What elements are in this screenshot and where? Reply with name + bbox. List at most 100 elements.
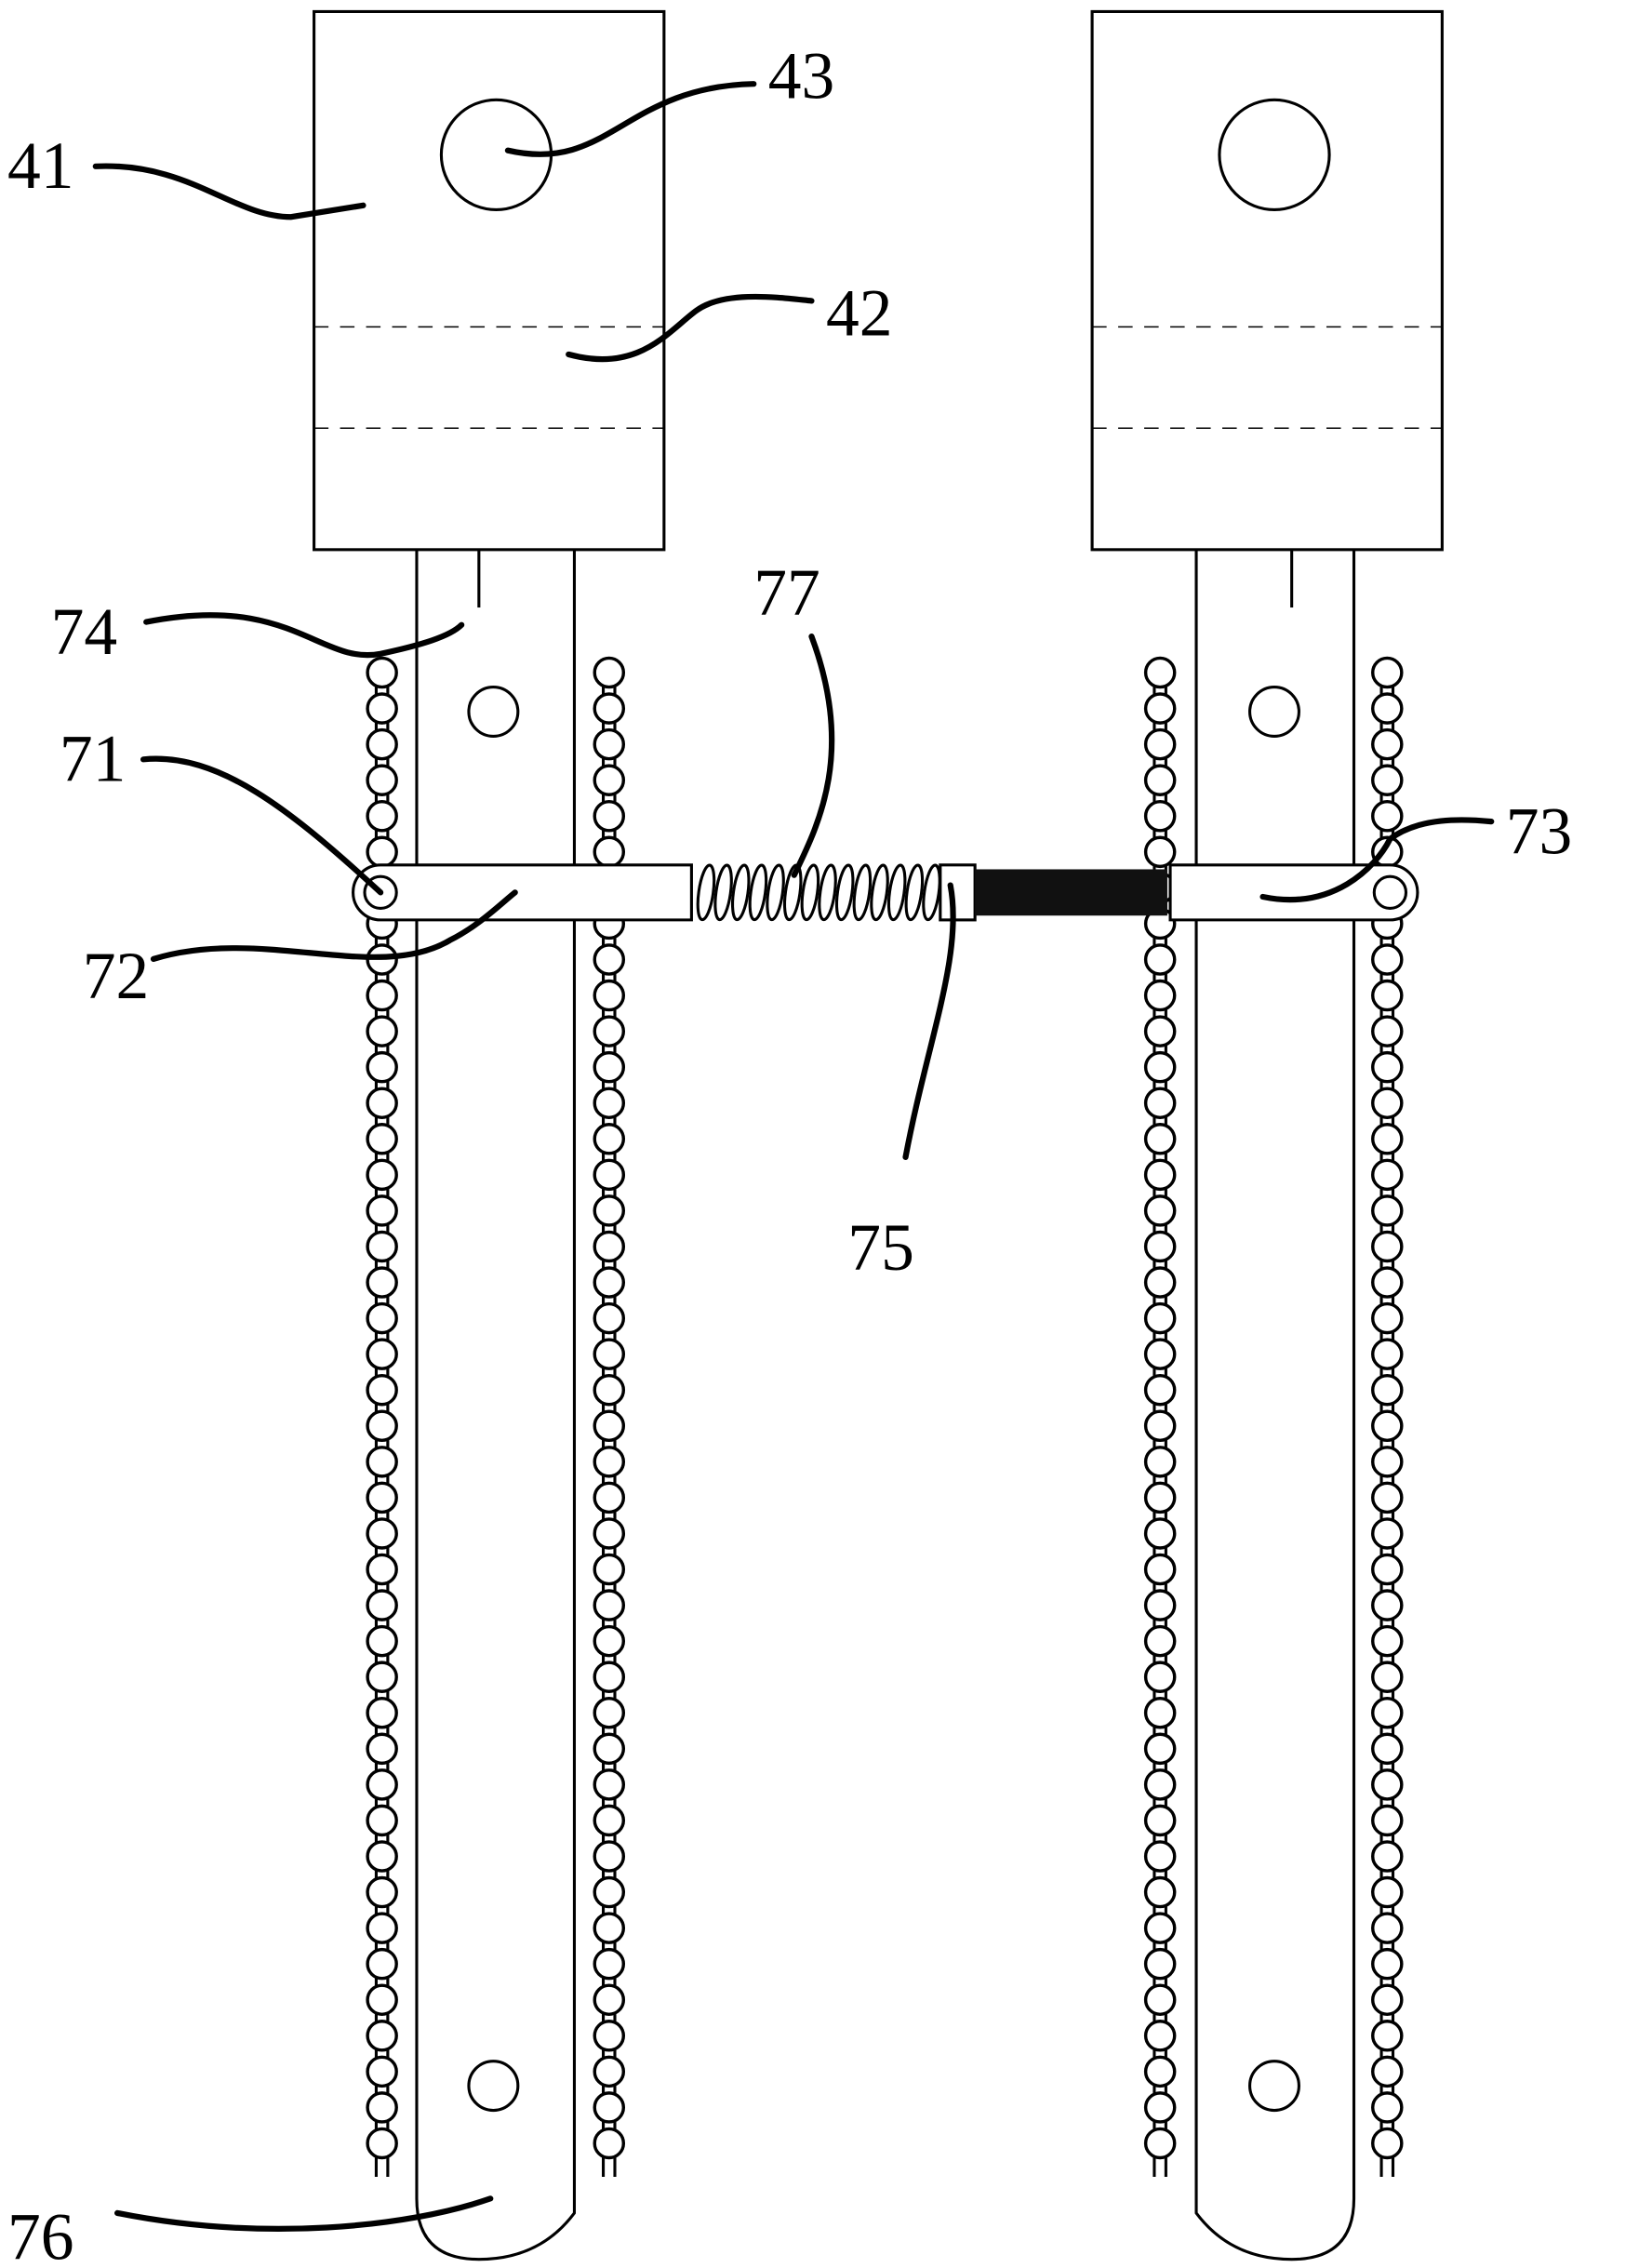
left-rod-pivot-71	[363, 874, 398, 910]
chain-bead	[593, 1517, 626, 1550]
chain-bead	[1143, 1840, 1177, 1873]
chain-bead	[1371, 2091, 1404, 2124]
chain-bead	[1143, 943, 1177, 976]
chain-bead	[1143, 692, 1177, 725]
chain-bead	[593, 1912, 626, 1944]
chain-bead	[1143, 1768, 1177, 1801]
chain-bead	[593, 1301, 626, 1335]
chain-bead	[366, 1301, 398, 1335]
left-block-41	[313, 9, 666, 552]
chain-bead	[366, 1194, 398, 1227]
chain-bead	[1371, 1446, 1404, 1478]
chain-bead	[366, 2055, 398, 2088]
chain-bead	[1371, 1481, 1404, 1514]
right-guide-bar	[1194, 549, 1356, 2261]
chain-bead	[366, 1804, 398, 1837]
spring-coil	[870, 863, 889, 922]
chain-bead	[1371, 1050, 1404, 1084]
chain-bead	[593, 656, 626, 689]
chain-bead	[366, 1983, 398, 2016]
label-73: 73	[1506, 794, 1573, 868]
chain-bead	[1371, 1947, 1404, 1981]
label-42: 42	[826, 277, 893, 351]
left-guide-bar	[415, 549, 577, 2261]
chain-bead	[366, 1840, 398, 1873]
chain-bead	[593, 1804, 626, 1837]
chain-bead	[593, 1732, 626, 1766]
chain-bead	[1371, 1158, 1404, 1192]
right-block-assembly	[1090, 9, 1444, 2261]
chain-bead	[593, 1230, 626, 1263]
chain-bead	[1371, 1338, 1404, 1370]
label-75: 75	[847, 1211, 914, 1285]
right-rod-pivot	[1372, 874, 1408, 910]
chain-bead	[593, 1589, 626, 1621]
chain-bead	[1143, 1875, 1177, 1909]
chain-bead	[1143, 835, 1177, 869]
chain-bead	[366, 1373, 398, 1407]
chain-bead	[593, 1768, 626, 1801]
chain-bead	[1371, 1840, 1404, 1873]
chain-bead	[1371, 1768, 1404, 1801]
right-chain-outer	[1143, 656, 1177, 2178]
right-block	[1090, 9, 1444, 552]
chain-bead	[1143, 1266, 1177, 1299]
label-43: 43	[768, 40, 835, 113]
chain-bead	[366, 727, 398, 761]
chain-bead	[593, 1481, 626, 1514]
chain-bead	[1143, 1301, 1177, 1335]
chain-bead	[366, 1015, 398, 1047]
spring-coil	[696, 863, 716, 922]
chain-bead	[366, 1553, 398, 1586]
chain-bead	[1143, 1194, 1177, 1227]
spring-coil	[800, 863, 820, 922]
leader-76	[114, 2195, 494, 2232]
chain-bead	[593, 2055, 626, 2088]
chain-bead	[366, 1661, 398, 1693]
chain-bead	[593, 1875, 626, 1909]
chain-bead	[366, 2127, 398, 2160]
chain-bead	[1371, 1015, 1404, 1047]
chain-bead	[1371, 1732, 1404, 1766]
chain-bead	[1143, 1338, 1177, 1370]
chain-bead	[1371, 1624, 1404, 1658]
chain-bead	[1371, 799, 1404, 833]
chain-bead	[1143, 2091, 1177, 2124]
chain-bead	[593, 1661, 626, 1693]
leader-41	[92, 163, 366, 220]
chain-bead	[593, 1624, 626, 1658]
chain-bead	[366, 835, 398, 869]
chain-bead	[593, 1266, 626, 1299]
chain-bead	[366, 1589, 398, 1621]
chain-bead	[593, 2020, 626, 2052]
chain-bead	[1371, 1409, 1404, 1443]
chain-bead	[366, 1123, 398, 1155]
left-lower-pin	[467, 2060, 520, 2113]
chain-bead	[366, 1158, 398, 1192]
chain-bead	[1143, 1947, 1177, 1981]
chain-bead	[1143, 2055, 1177, 2088]
chain-bead	[1143, 1481, 1177, 1514]
threaded-rod	[975, 869, 1167, 916]
chain-bead	[1371, 2127, 1404, 2160]
spring-coil	[713, 863, 733, 922]
chain-bead	[593, 1158, 626, 1192]
spring-coil	[748, 863, 768, 922]
chain-bead	[1371, 1912, 1404, 1944]
spring-coil	[904, 863, 925, 922]
chain-bead	[1371, 1230, 1404, 1263]
leader-42	[566, 293, 815, 363]
leader-74	[143, 612, 465, 659]
chain-bead	[593, 1373, 626, 1407]
chain-bead	[593, 764, 626, 796]
chain-bead	[1143, 764, 1177, 796]
spring-coil	[886, 863, 907, 922]
chain-bead	[1143, 1123, 1177, 1155]
chain-bead	[1371, 656, 1404, 689]
chain-bead	[366, 1087, 398, 1119]
chain-bead	[593, 1696, 626, 1729]
right-hole	[1218, 98, 1331, 212]
chain-bead	[1371, 1373, 1404, 1407]
left-rod-72	[352, 863, 693, 922]
